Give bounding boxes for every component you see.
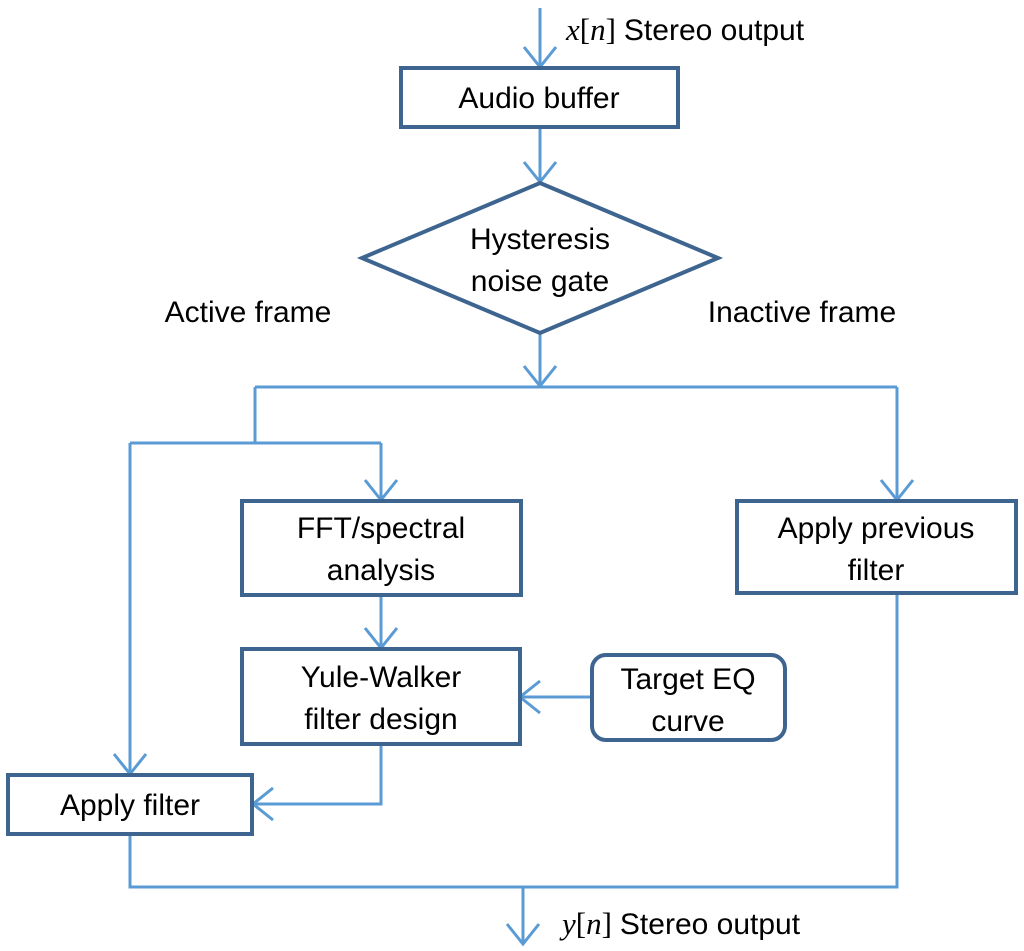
audio-buffer-label: Audio buffer bbox=[458, 82, 619, 115]
fft-label-line2: analysis bbox=[327, 554, 435, 587]
audio-buffer-box bbox=[399, 66, 680, 129]
active-frame-label: Active frame bbox=[165, 296, 332, 329]
input-label: x[n]Stereo output bbox=[565, 12, 805, 47]
merge-bus bbox=[128, 593, 899, 889]
apply-filter-box bbox=[6, 773, 254, 836]
target-eq-label-line2: curve bbox=[651, 705, 724, 738]
target-eq-label-line1: Target EQ bbox=[620, 663, 755, 696]
target-eq-box bbox=[590, 653, 787, 742]
inactive-frame-label: Inactive frame bbox=[708, 296, 896, 329]
yule-walker-box bbox=[240, 647, 522, 746]
fft-node: FFT/spectral analysis bbox=[240, 499, 523, 597]
apply-previous-node: Apply previous filter bbox=[735, 499, 1018, 595]
yw-to-filter-line bbox=[253, 744, 383, 806]
yule-walker-label-line2: filter design bbox=[304, 703, 457, 736]
output-label: y[n]Stereo output bbox=[559, 906, 801, 941]
apply-filter-label: Apply filter bbox=[60, 789, 200, 822]
noise-gate-diamond bbox=[356, 180, 724, 336]
apply-previous-box bbox=[735, 499, 1018, 595]
fft-box bbox=[240, 499, 523, 597]
yule-walker-node: Yule-Walker filter design bbox=[240, 647, 522, 746]
fft-label-line1: FFT/spectral bbox=[297, 512, 465, 545]
yule-walker-label-line1: Yule-Walker bbox=[301, 661, 462, 694]
output-arrow-head bbox=[505, 923, 541, 947]
apply-previous-label-line1: Apply previous bbox=[778, 512, 975, 545]
apply-filter-node: Apply filter bbox=[6, 773, 254, 836]
noise-gate-label-line1: Hysteresis bbox=[470, 223, 610, 256]
audio-buffer-node: Audio buffer bbox=[399, 66, 680, 129]
noise-gate-label-line2: noise gate bbox=[471, 265, 609, 298]
apply-previous-label-line2: filter bbox=[848, 554, 905, 587]
noise-gate-node: Hysteresis noise gate bbox=[356, 180, 724, 336]
target-eq-node: Target EQ curve bbox=[590, 653, 787, 742]
